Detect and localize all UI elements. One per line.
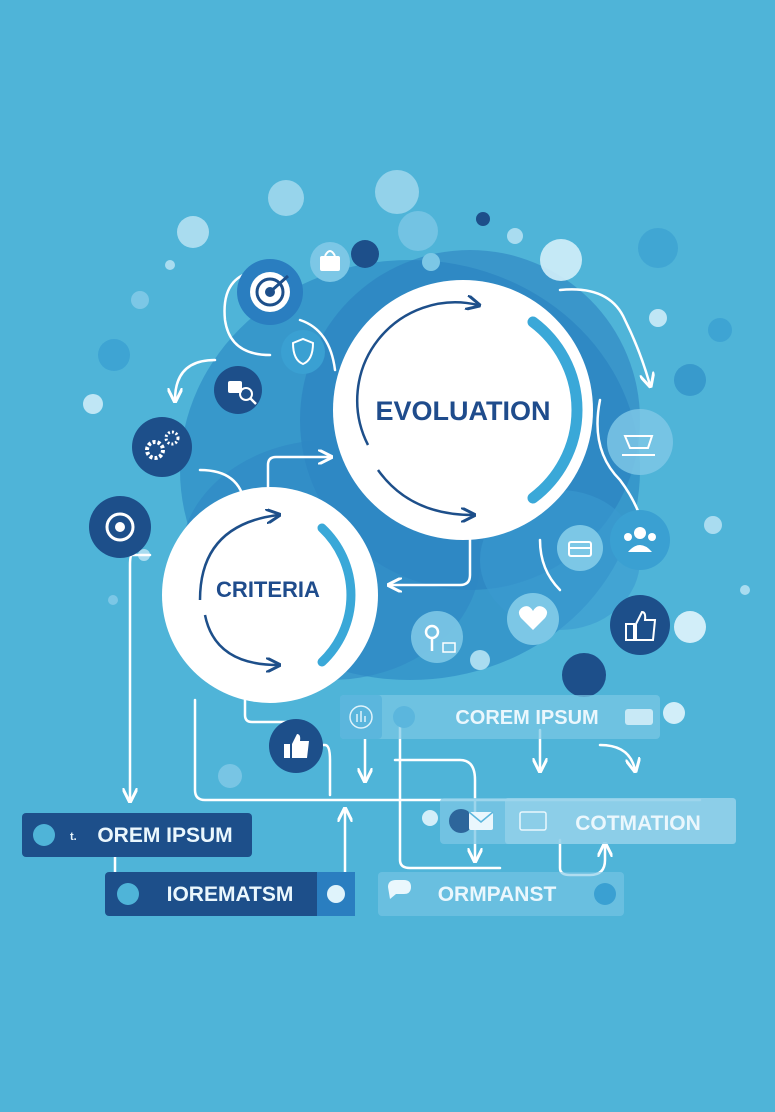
gears-icon [132,417,192,477]
evoluation-label: EVOLUATION [376,396,551,426]
key-icon [411,611,463,663]
orem-ipsum-label: OREM IPSUM [97,824,232,847]
criteria-label: CRITERIA [216,577,320,602]
criteria-circle: CRITERIA [162,487,378,703]
orem-ipsum-bar: t. OREM IPSUM [22,813,252,857]
badge-icon [89,496,151,558]
ormpanst-label: ORMPANST [438,883,557,906]
chart-icon [349,705,373,729]
search-icon [214,366,262,414]
orem-prefix-text: t. [70,831,77,843]
cotmation-bar: COTMATION [440,798,736,844]
thumbs-up-icon [269,719,323,773]
target-icon [237,259,303,325]
ioremathsm-label: IOREMATSM [167,883,294,906]
decorative-bubbles [83,170,750,826]
cart-icon [607,409,673,475]
chat-icon [388,880,411,899]
corem-ipsum-bar: COREM IPSUM [340,695,660,739]
mail-icon [449,809,494,833]
bag-icon [310,242,350,282]
heart-icon [507,593,559,645]
cotmation-label: COTMATION [575,812,701,835]
ioremathsm-bar: IOREMATSM [105,872,355,916]
corem-ipsum-label: COREM IPSUM [455,707,598,729]
connector-lines [113,268,702,882]
people-icon [610,510,670,570]
ormpanst-bar: ORMPANST [378,872,624,916]
briefcase-icon [557,525,603,571]
evoluation-circle: EVOLUATION [333,280,593,540]
like-icon [610,595,670,655]
shield-icon [281,330,325,374]
